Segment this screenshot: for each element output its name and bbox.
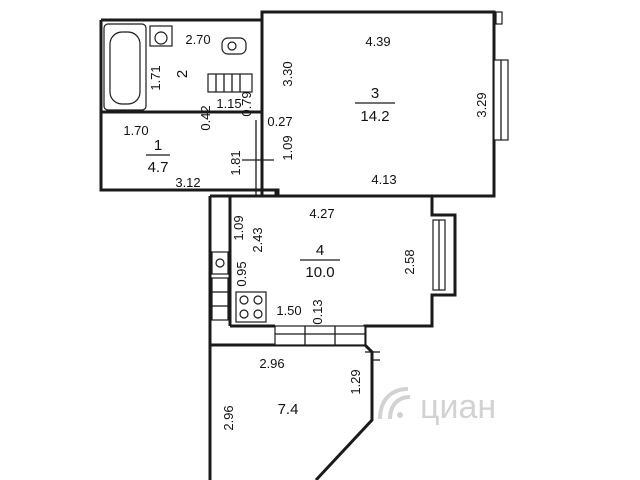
room-3-area: 14.2 (360, 108, 389, 125)
loggia-area: 7.4 (278, 401, 299, 418)
dim-hall-b: 1.15 (216, 96, 241, 111)
bathtub-icon (103, 23, 147, 111)
kitchen-sink-icon (211, 251, 229, 275)
dim-bath-side: 1.71 (148, 65, 163, 90)
dim-hall-bottom: 3.12 (175, 175, 200, 190)
windows (274, 11, 509, 346)
room-4-number: 4 (316, 242, 324, 259)
kitchen-counter-icon (211, 277, 229, 321)
dim-loggia-top: 2.96 (259, 356, 284, 371)
dim-room4-b: 2.43 (250, 227, 265, 252)
dim-hall-c: 0.79 (239, 91, 254, 116)
dim-bath-top: 2.70 (185, 32, 210, 47)
room-4-area: 10.0 (305, 264, 334, 281)
fixtures (103, 23, 380, 361)
room-3-number: 3 (371, 85, 379, 102)
room-1-area: 4.7 (148, 159, 169, 176)
dim-room4-a: 1.09 (231, 215, 246, 240)
watermark-text: циан (420, 388, 496, 426)
dim-hall-a: 0.42 (198, 105, 213, 130)
room-labels: 1 4.7 2 3 14.2 4 10.0 7.4 (146, 70, 395, 418)
dim-room4-d: 1.50 (276, 303, 301, 318)
dim-room4-c: 0.95 (234, 261, 249, 286)
dim-room4-top: 4.27 (309, 206, 334, 221)
dim-room3-top: 4.39 (365, 34, 390, 49)
watermark: циан (378, 387, 496, 426)
dim-room3-right: 3.29 (474, 92, 489, 117)
sink-icon (149, 25, 173, 47)
toilet-icon (221, 37, 247, 55)
radiator-icon (207, 73, 253, 93)
dim-room4-e: 0.13 (310, 299, 325, 324)
dim-room3-left: 3.30 (280, 61, 295, 86)
room-1-number: 1 (154, 137, 162, 154)
dim-room4-right: 2.58 (402, 249, 417, 274)
room-2-number: 2 (174, 70, 191, 78)
dim-hall-e: 1.09 (280, 135, 295, 160)
dim-room3-bottom: 4.13 (371, 172, 396, 187)
dim-loggia-left: 2.96 (221, 405, 236, 430)
watermark-logo-icon (378, 387, 411, 420)
loggia-door-icon (365, 351, 380, 361)
dim-hall-width: 1.70 (123, 123, 148, 138)
dim-hall-d: 0.27 (267, 114, 292, 129)
dim-loggia-right: 1.29 (348, 369, 363, 394)
stove-icon (235, 291, 267, 323)
dim-hall-f: 1.81 (228, 150, 243, 175)
walls (99, 10, 496, 480)
dimension-labels: 2.70 1.71 1.70 0.42 1.15 0.79 0.27 1.09 … (123, 32, 489, 431)
